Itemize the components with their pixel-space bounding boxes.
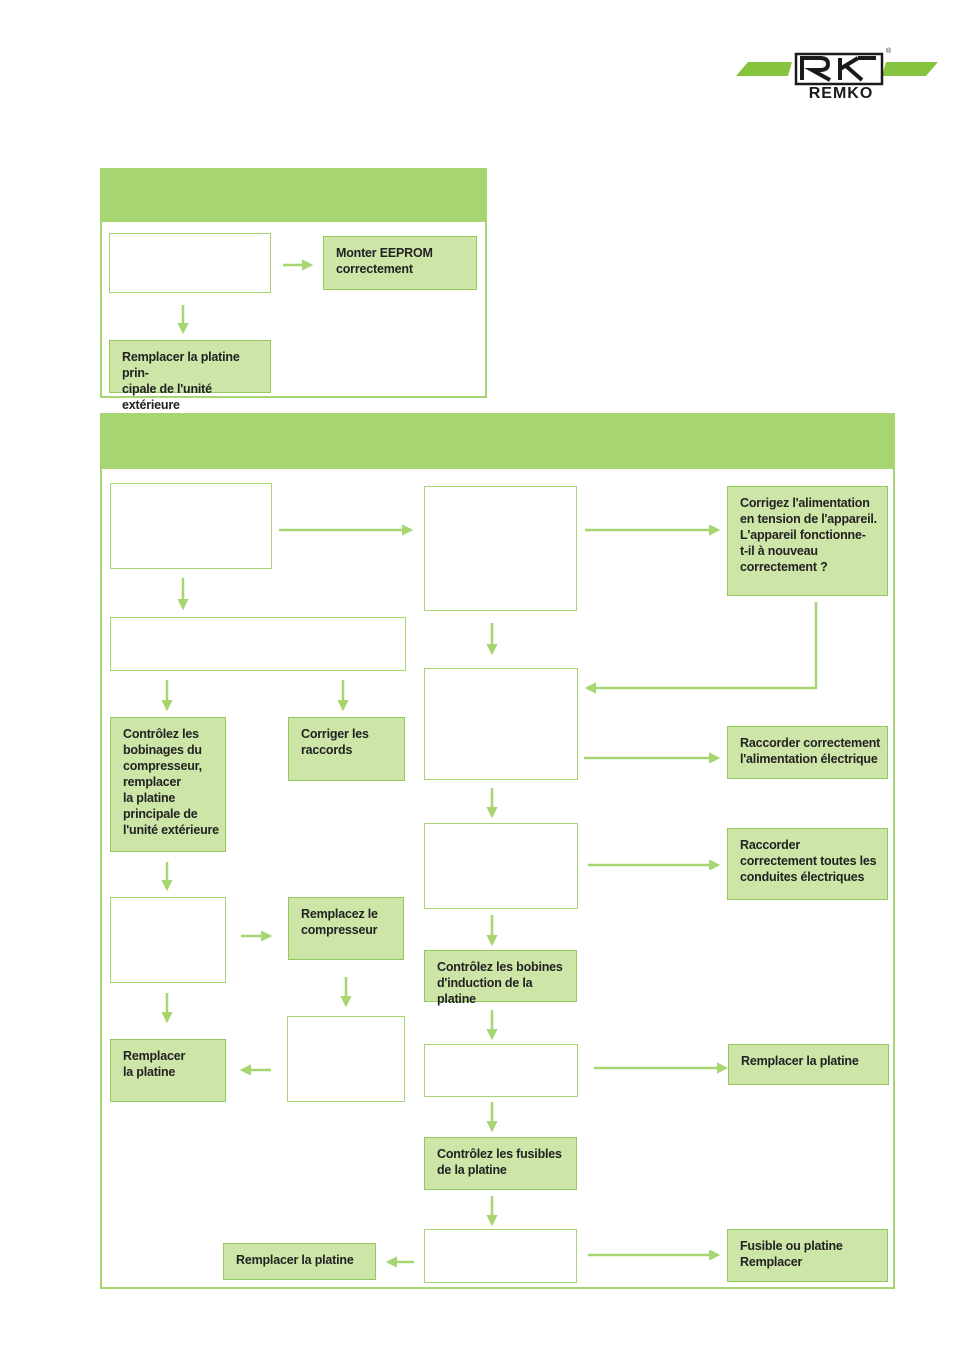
remplacer-la-platine-right-box: Remplacer la platine [728,1044,889,1085]
middle-question-box-5 [424,1229,577,1283]
remplacer-platine-principale-box: Remplacer la platine prin- cipale de l'u… [109,340,271,412]
remplacer-la-platine-bottom-box: Remplacer la platine [223,1243,376,1280]
middle-question-box-4 [424,1044,578,1097]
registered-mark: ® [886,48,892,55]
remplacer-la-platine-left-box: Remplacer la platine [110,1039,226,1102]
middle-question-box-3 [424,823,578,909]
panel1-question-box [109,233,271,293]
remko-logo: REMKO ® [736,48,938,108]
brand-name: REMKO [808,85,874,102]
controlez-bobinages-box: Contrôlez les bobinages du compresseur, … [110,717,226,852]
controlez-fusibles-box: Contrôlez les fusibles de la platine [424,1137,577,1190]
controlez-bobines-box: Contrôlez les bobines d'induction de la … [424,950,577,1006]
start-question-box [110,483,272,569]
remplacez-compresseur-box: Remplacez le compresseur [288,897,404,960]
remko-logo-mark [736,52,938,86]
eeprom-panel-header [102,170,485,222]
corriger-raccords-box: Corriger les raccords [288,717,405,781]
middle-question-box-1 [424,486,577,611]
monter-eeprom-box: Monter EEPROM correctement [323,236,477,290]
corrigez-alimentation-box: Corrigez l'alimentation en tension de l'… [727,486,888,596]
wide-question-box [110,617,406,671]
fusible-ou-platine-box: Fusible ou platine Remplacer [727,1229,888,1282]
diagnostic-panel-header [102,415,893,469]
raccorder-alimentation-box: Raccorder correctement l'alimentation él… [727,726,888,779]
raccorder-conduites-box: Raccorder correctement toutes les condui… [727,828,888,900]
middle-question-box-2 [424,668,578,780]
compressor-question-box [110,897,226,983]
compressor-check-box [287,1016,405,1102]
